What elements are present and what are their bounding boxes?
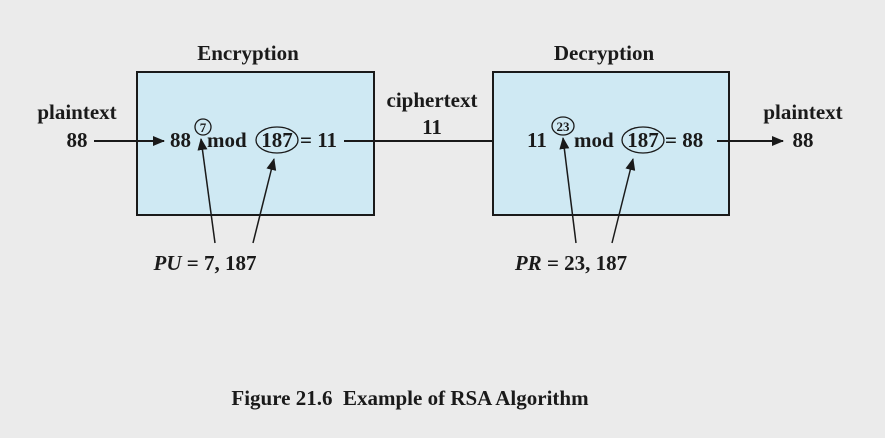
dec-exponent-circle — [551, 116, 575, 136]
enc-mod: mod — [207, 128, 247, 152]
private-key-values: = 23, 187 — [542, 251, 627, 275]
enc-key-arrow-modulus — [252, 158, 277, 244]
public-key-label: PU = 7, 187 — [153, 251, 257, 275]
figure-caption: Figure 21.6 Example of RSA Algorithm — [231, 386, 589, 410]
decryption-title: Decryption — [554, 41, 655, 65]
dec-mod: mod — [574, 128, 614, 152]
enc-modulus-ellipse — [255, 126, 299, 154]
input-plaintext-value: 88 — [67, 128, 88, 152]
enc-base: 88 — [170, 128, 191, 152]
enc-result: = 11 — [300, 128, 337, 152]
ciphertext-value: 11 — [422, 115, 442, 139]
dec-exponent: 23 — [557, 119, 571, 134]
enc-modulus: 187 — [261, 128, 293, 152]
enc-key-arrow-exponent — [197, 138, 216, 244]
enc-exponent: 7 — [200, 120, 207, 135]
decryption-box — [492, 71, 730, 216]
dec-key-arrow-exponent — [559, 137, 577, 244]
public-key-name: PU — [153, 251, 184, 275]
encryption-box — [136, 71, 375, 216]
dec-base: 11 — [527, 128, 547, 152]
output-plaintext-value: 88 — [793, 128, 814, 152]
private-key-label: PR = 23, 187 — [514, 251, 627, 275]
ciphertext-label: ciphertext — [387, 88, 478, 112]
dec-modulus: 187 — [627, 128, 659, 152]
enc-exponent-circle — [194, 118, 212, 136]
encryption-title: Encryption — [197, 41, 299, 65]
private-key-name: PR — [514, 251, 542, 275]
input-plaintext-label: plaintext — [37, 100, 116, 124]
dec-modulus-ellipse — [621, 126, 665, 154]
output-plaintext-label: plaintext — [763, 100, 842, 124]
public-key-values: = 7, 187 — [182, 251, 257, 275]
dec-result: = 88 — [665, 128, 703, 152]
dec-key-arrow-modulus — [611, 158, 636, 244]
